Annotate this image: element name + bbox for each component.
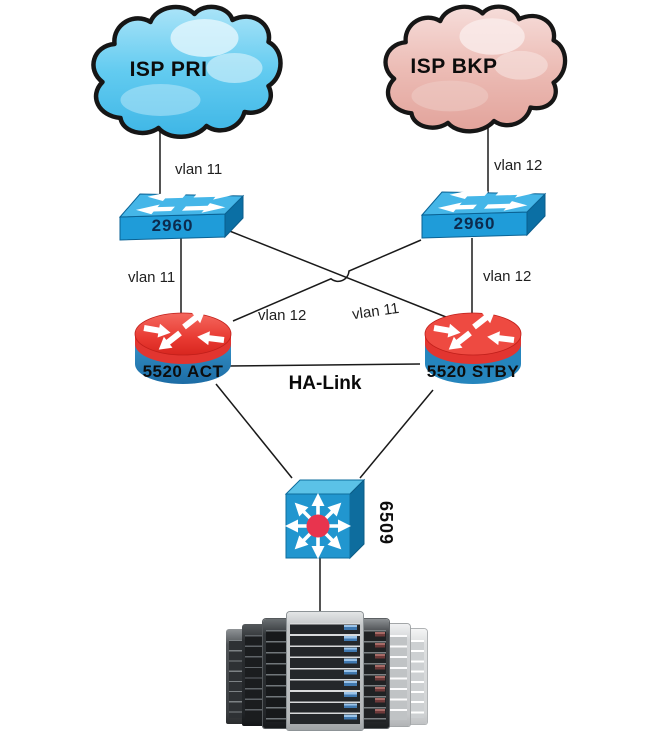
server-rack (287, 612, 363, 730)
node-switch-left: 2960 (115, 185, 245, 243)
node-server-farm (225, 612, 435, 734)
label-vlan11-uplink: vlan 11 (175, 161, 223, 178)
asa-stby-label: 5520 STBY (426, 362, 520, 381)
node-asa-act: 5520 ACT (128, 306, 238, 394)
node-isp-pri-cloud: ISP PRI (80, 0, 285, 150)
link-sw-right-to-asa-act (232, 239, 422, 322)
label-vlan12-uplink: vlan 12 (494, 157, 543, 174)
label-vlan11-left: vlan 11 (128, 269, 176, 286)
firewall-icon (134, 310, 232, 384)
rack-leds (344, 625, 357, 722)
node-switch-right: 2960 (417, 183, 547, 241)
label-vlan12-cross: vlan 12 (258, 307, 307, 324)
isp-bkp-label: ISP BKP (410, 55, 498, 78)
label-vlan12-right: vlan 12 (483, 268, 532, 285)
asa-act-label: 5520 ACT (142, 362, 224, 381)
node-isp-bkp-cloud: ISP BKP (370, 0, 572, 144)
isp-pri-label: ISP PRI (129, 58, 208, 81)
rack-leds (375, 632, 385, 720)
node-core-6509: 6509 (278, 472, 403, 568)
node-asa-stby: 5520 STBY (418, 306, 528, 394)
link-asa-act-to-core (215, 383, 293, 479)
multilayer-switch-icon (284, 478, 366, 560)
link-sw-left-to-asa-stby (226, 229, 447, 318)
cloud-icon (91, 4, 283, 139)
cloud-icon (383, 4, 568, 134)
label-ha-link: HA-Link (288, 373, 362, 394)
switch-icon (420, 187, 547, 239)
link-ha (227, 363, 421, 367)
switch-left-label: 2960 (151, 216, 194, 235)
core-6509-label: 6509 (376, 500, 396, 546)
firewall-icon (424, 310, 522, 384)
switch-right-label: 2960 (453, 214, 496, 233)
link-asa-stby-to-core (359, 389, 434, 479)
switch-icon (118, 189, 245, 241)
